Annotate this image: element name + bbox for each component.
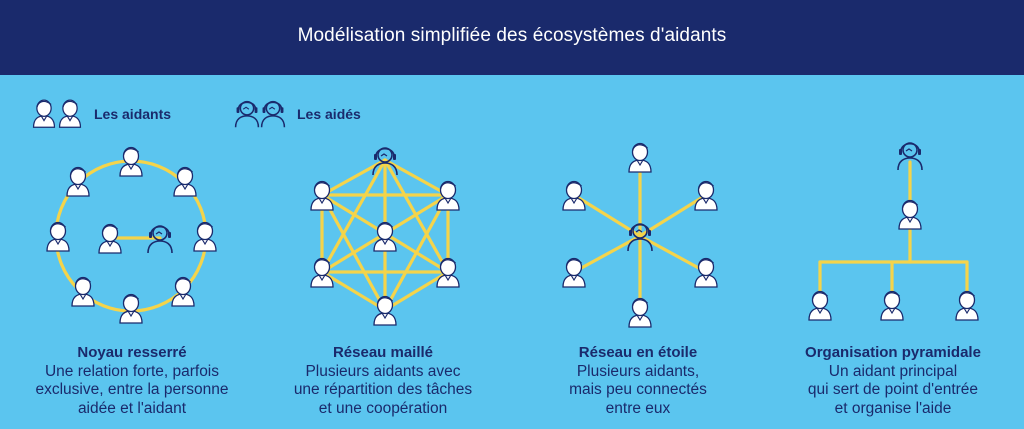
page-title: Modélisation simplifiée des écosystèmes … <box>297 24 727 46</box>
aide-pair-icon <box>234 100 286 128</box>
connection-line <box>572 234 642 274</box>
caption-line: Une relation forte, parfois <box>44 362 220 380</box>
caption-line: mais peu connectés <box>569 381 707 398</box>
caption-title: Réseau en étoile <box>578 344 698 361</box>
legend-aides: Les aidés <box>233 99 361 129</box>
caption-line: aidée et l'aidant <box>77 399 187 417</box>
caption-noyau: Noyau resserré Une relation forte, parfo… <box>17 344 247 418</box>
caption-etoile: Réseau en étoile Plusieurs aidants, mais… <box>523 344 753 418</box>
caption-line: Un aidant principal <box>828 362 958 380</box>
aidant-person-icon <box>193 221 217 252</box>
connection-line <box>638 193 708 238</box>
caption-pyramide: Organisation pyramidale Un aidant princi… <box>778 344 1008 418</box>
caption-line: qui sert de point d'entrée <box>807 381 979 398</box>
caption-title: Réseau maillé <box>332 344 434 361</box>
aidant-person-icon <box>119 146 143 177</box>
legend-aides-label: Les aidés <box>297 106 361 122</box>
caption-maille: Réseau maillé Plusieurs aidants avec une… <box>268 344 498 418</box>
aide-person-headset-icon <box>260 100 286 128</box>
caption-line: une répartition des tâches <box>293 381 473 398</box>
aidant-person-icon <box>310 180 334 211</box>
aide-person-headset-icon <box>897 142 923 171</box>
aidant-person-icon <box>373 295 397 326</box>
connection-line <box>383 270 450 312</box>
caption-line: exclusive, entre la personne <box>35 381 229 398</box>
caption-line: et organise l'aide <box>834 399 952 417</box>
aidant-person-icon <box>71 276 95 307</box>
caption-line: et une coopération <box>318 399 448 417</box>
connection-line <box>383 158 450 197</box>
caption-line: Plusieurs aidants avec <box>305 362 461 380</box>
legend-aidants: Les aidants <box>30 99 171 129</box>
aidant-person-icon <box>628 297 652 328</box>
aidant-person-icon <box>310 257 334 288</box>
aide-person-headset-icon <box>372 147 398 176</box>
aidant-person-icon <box>808 290 832 321</box>
aidant-person-icon <box>66 166 90 197</box>
diagram-noyau-resserre <box>46 146 217 324</box>
connection-line <box>383 193 450 312</box>
aidant-person-icon <box>119 293 143 324</box>
aidant-person-icon <box>562 257 586 288</box>
legend-aidants-label: Les aidants <box>94 106 172 122</box>
aidant-person-icon <box>694 180 718 211</box>
aidant-person-icon <box>436 180 460 211</box>
aidant-person-icon <box>58 99 82 128</box>
diagram-reseau-etoile <box>562 142 718 328</box>
caption-title: Organisation pyramidale <box>805 344 981 361</box>
connection-line <box>572 193 642 238</box>
caption-line: Plusieurs aidants, <box>576 362 700 380</box>
aidant-person-icon <box>628 142 652 173</box>
aidant-person-icon <box>694 257 718 288</box>
aidant-person-icon <box>436 257 460 288</box>
aidant-person-icon <box>880 290 904 321</box>
connection-line <box>320 270 387 312</box>
aidant-person-icon <box>562 180 586 211</box>
caption-line: entre eux <box>605 399 671 417</box>
aide-person-headset-icon <box>147 225 173 254</box>
caption-title: Noyau resserré <box>77 344 187 361</box>
aidant-person-icon <box>173 166 197 197</box>
aidant-person-icon <box>373 221 397 252</box>
aidant-person-icon <box>32 99 56 128</box>
aidant-person-icon <box>898 199 922 230</box>
aidant-person-icon <box>98 223 122 254</box>
aidant-person-icon <box>46 221 70 252</box>
aide-person-headset-icon <box>627 223 653 252</box>
diagram-organisation-pyramidale <box>808 142 979 321</box>
aidant-pair-icon <box>32 99 82 128</box>
connection-line <box>320 158 387 197</box>
aide-person-headset-icon <box>234 100 260 128</box>
aidant-person-icon <box>955 290 979 321</box>
diagram-reseau-maille <box>310 147 460 326</box>
connection-line <box>638 234 708 274</box>
header-banner: Modélisation simplifiée des écosystèmes … <box>0 0 1024 75</box>
aidant-person-icon <box>171 276 195 307</box>
